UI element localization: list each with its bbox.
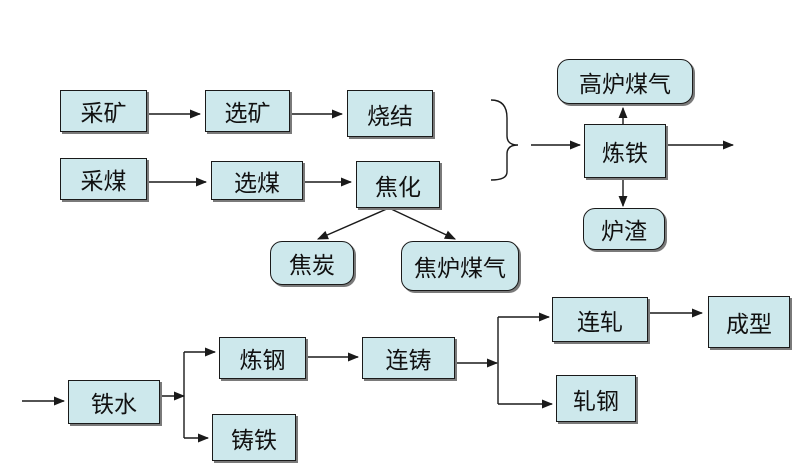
grouping-brace	[490, 99, 519, 181]
node-zhutie: 铸铁	[212, 414, 296, 461]
node-caikuang: 采矿	[60, 90, 147, 132]
edge-jiaohua-jiaotan	[316, 207, 390, 240]
edge-jiaohua-jiaolu-meiqi	[388, 207, 457, 240]
node-jiaotan: 焦炭	[270, 241, 354, 285]
node-tieshui: 铁水	[68, 380, 160, 424]
node-zhagang: 轧钢	[556, 375, 636, 422]
node-gaolu-meiqi: 高炉煤气	[557, 59, 693, 104]
node-chengxing: 成型	[708, 296, 790, 348]
node-shaojie: 烧结	[347, 90, 433, 137]
node-jiaohua: 焦化	[356, 161, 440, 208]
node-liangang: 炼钢	[219, 337, 306, 379]
node-lianzha: 连轧	[552, 297, 648, 342]
node-lianti: 炼铁	[584, 124, 666, 178]
node-xuankuang: 选矿	[205, 90, 290, 132]
node-jiaolu-meiqi: 焦炉煤气	[401, 241, 519, 291]
node-luzha: 炉渣	[583, 208, 665, 250]
node-caimei: 采煤	[60, 158, 147, 200]
node-xuanmei: 选煤	[211, 161, 303, 200]
node-lianzhu: 连铸	[362, 337, 455, 379]
